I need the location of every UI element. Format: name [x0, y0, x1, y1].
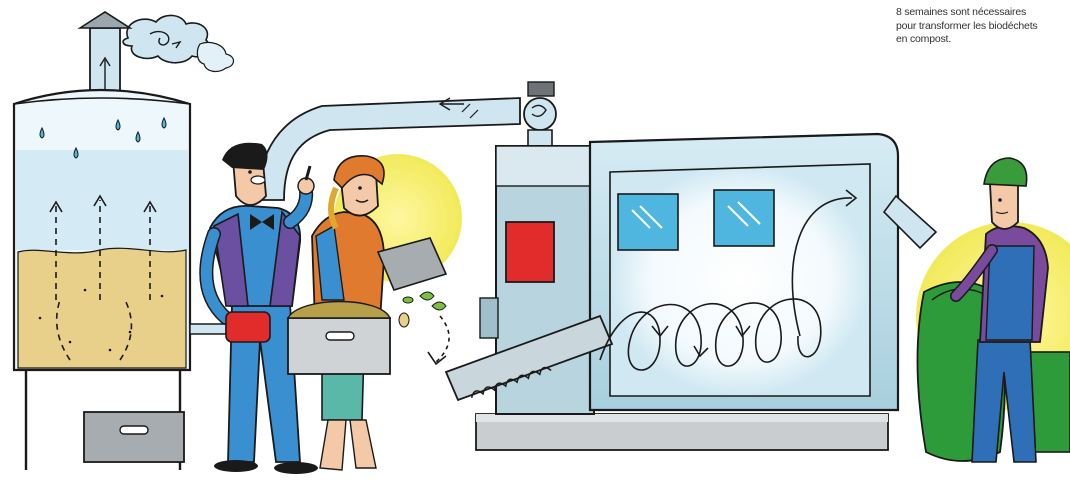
steam-cloud [123, 15, 233, 71]
biofilter-tank [14, 12, 190, 470]
composting-machine [428, 134, 936, 450]
